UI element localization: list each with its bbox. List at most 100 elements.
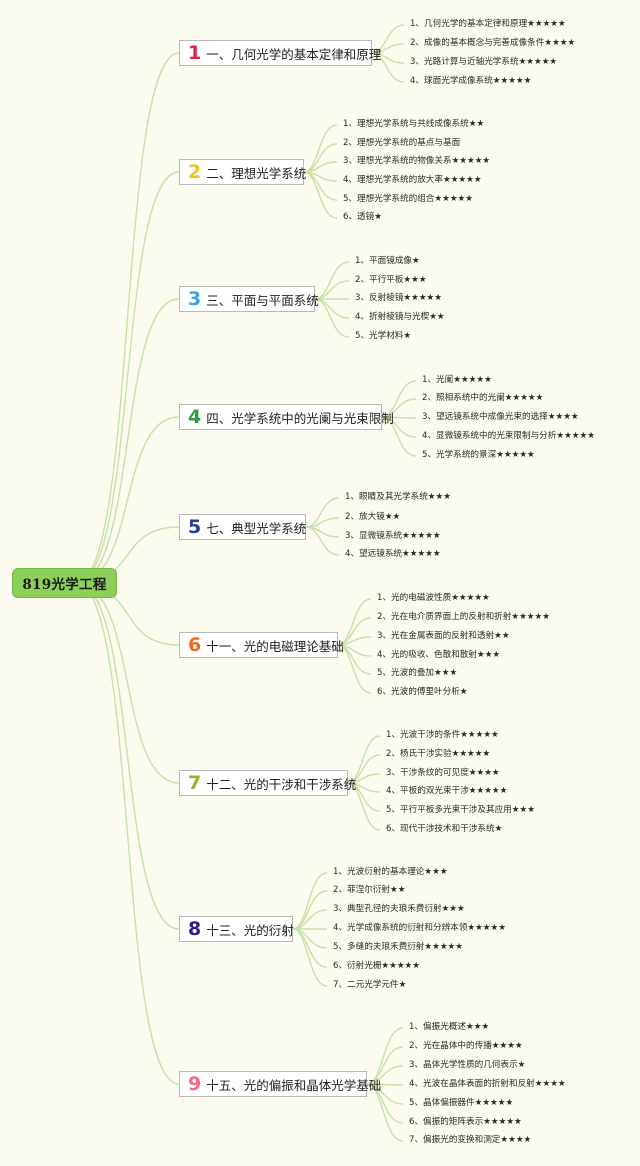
leaf-topic[interactable]: 5、光波的叠加★★★ xyxy=(377,668,458,678)
leaf-topic[interactable]: 1、偏振光概述★★★ xyxy=(409,1022,490,1032)
leaf-topic[interactable]: 6、透镜★ xyxy=(343,212,382,222)
leaf-topic[interactable]: 7、偏振光的变换和测定★★★★ xyxy=(409,1135,532,1145)
leaf-connector xyxy=(347,782,381,831)
branch-connector xyxy=(75,582,180,930)
leaf-topic[interactable]: 1、光阑★★★★★ xyxy=(422,375,492,385)
leaf-topic[interactable]: 6、衍射光栅★★★★★ xyxy=(333,961,420,971)
branch-connector xyxy=(75,171,180,584)
leaf-topic[interactable]: 4、平板的双光束干涉★★★★★ xyxy=(386,786,508,796)
leaf-topic[interactable]: 3、望远镜系统中成像光束的选择★★★★ xyxy=(422,412,579,422)
leaf-topic[interactable]: 2、理想光学系统的基点与基面 xyxy=(343,138,461,148)
branch-label: 二、理想光学系统 xyxy=(206,165,307,181)
leaf-connector xyxy=(303,143,338,173)
branch-connector xyxy=(75,298,180,584)
leaf-topic[interactable]: 3、显微镜系统★★★★★ xyxy=(345,531,441,541)
leaf-topic[interactable]: 4、光的吸收、色散和散射★★★ xyxy=(377,650,501,660)
leaf-topic[interactable]: 4、光波在晶体表面的折射和反射★★★★ xyxy=(409,1079,566,1089)
leaf-topic[interactable]: 1、理想光学系统与共线成像系统★★ xyxy=(343,119,485,129)
leaf-topic[interactable]: 5、理想光学系统的组合★★★★★ xyxy=(343,194,473,204)
leaf-topic[interactable]: 2、光在晶体中的传播★★★★ xyxy=(409,1041,523,1051)
leaf-connector xyxy=(303,171,338,219)
branch-number: 3 xyxy=(188,287,202,310)
leaf-topic[interactable]: 1、几何光学的基本定律和原理★★★★★ xyxy=(410,19,566,29)
leaf-topic[interactable]: 3、干涉条纹的可见度★★★★ xyxy=(386,768,500,778)
leaf-topic[interactable]: 1、平面镜成像★ xyxy=(355,256,420,266)
leaf-topic[interactable]: 2、照相系统中的光阑★★★★★ xyxy=(422,393,544,403)
branch-label: 七、典型光学系统 xyxy=(206,520,307,536)
leaf-connector xyxy=(314,298,350,338)
leaf-topic[interactable]: 6、光波的傅里叶分析★ xyxy=(377,687,468,697)
leaf-connector xyxy=(337,644,372,694)
leaf-topic[interactable]: 5、光学材料★ xyxy=(355,331,412,341)
branch-number: 8 xyxy=(188,917,202,940)
leaf-connector xyxy=(371,52,405,83)
branch-label: 十三、光的衍射 xyxy=(206,922,294,938)
branch-number: 9 xyxy=(188,1072,202,1095)
leaf-connector xyxy=(303,124,338,173)
leaf-topic[interactable]: 1、光波衍射的基本理论★★★ xyxy=(333,867,448,877)
leaf-topic[interactable]: 5、多缝的夫琅禾费衍射★★★★★ xyxy=(333,942,463,952)
branch-number: 6 xyxy=(188,633,202,656)
leaf-topic[interactable]: 3、光在金属表面的反射和透射★★ xyxy=(377,631,510,641)
branch-number: 1 xyxy=(188,41,202,64)
leaf-connector xyxy=(381,416,417,457)
branch-number: 4 xyxy=(188,405,202,428)
leaf-topic[interactable]: 3、光路计算与近轴光学系统★★★★★ xyxy=(410,57,558,67)
leaf-connector xyxy=(314,280,350,300)
branch-number: 5 xyxy=(188,515,202,538)
leaf-connector xyxy=(303,171,338,201)
leaf-topic[interactable]: 5、光学系统的景深★★★★★ xyxy=(422,450,535,460)
leaf-topic[interactable]: 3、典型孔径的夫琅禾费衍射★★★ xyxy=(333,904,465,914)
leaf-topic[interactable]: 2、成像的基本概念与完善成像条件★★★★ xyxy=(410,38,576,48)
leaf-topic[interactable]: 5、平行平板多光束干涉及其应用★★★ xyxy=(386,805,535,815)
leaf-topic[interactable]: 1、眼睛及其光学系统★★★ xyxy=(345,492,451,502)
leaf-topic[interactable]: 3、理想光学系统的物像关系★★★★★ xyxy=(343,156,491,166)
leaf-topic[interactable]: 4、光学成像系统的衍射和分辨本领★★★★★ xyxy=(333,923,506,933)
branch-connector xyxy=(75,52,180,584)
leaf-connector xyxy=(314,261,350,300)
branch-label: 十二、光的干涉和干涉系统 xyxy=(206,776,357,792)
leaf-topic[interactable]: 1、光波干涉的条件★★★★★ xyxy=(386,730,499,740)
branch-label: 十五、光的偏振和晶体光学基础 xyxy=(206,1077,382,1093)
leaf-topic[interactable]: 3、晶体光学性质的几何表示★ xyxy=(409,1060,526,1070)
leaf-topic[interactable]: 2、放大镜★★ xyxy=(345,512,401,522)
branch-number: 2 xyxy=(188,160,202,183)
leaf-topic[interactable]: 4、显微镜系统中的光束限制与分析★★★★★ xyxy=(422,431,595,441)
leaf-topic[interactable]: 7、二元光学元件★ xyxy=(333,980,407,990)
branch-connector xyxy=(75,582,180,1085)
leaf-topic[interactable]: 2、光在电介质界面上的反射和折射★★★★★ xyxy=(377,612,550,622)
leaf-connector xyxy=(292,928,328,987)
leaf-topic[interactable]: 3、反射棱镜★★★★★ xyxy=(355,293,442,303)
leaf-topic[interactable]: 5、晶体偏振器件★★★★★ xyxy=(409,1098,514,1108)
leaf-topic[interactable]: 6、偏振的矩阵表示★★★★★ xyxy=(409,1117,522,1127)
leaf-topic[interactable]: 1、光的电磁波性质★★★★★ xyxy=(377,593,490,603)
leaf-topic[interactable]: 4、球面光学成像系统★★★★★ xyxy=(410,76,532,86)
leaf-connector xyxy=(366,1083,404,1142)
leaf-connector xyxy=(292,872,328,930)
leaf-connector xyxy=(314,298,350,319)
branch-number: 7 xyxy=(188,771,202,794)
leaf-topic[interactable]: 2、平行平板★★★ xyxy=(355,275,427,285)
leaf-connector xyxy=(305,526,340,556)
branch-label: 四、光学系统中的光阑与光束限制 xyxy=(206,410,394,426)
root-topic[interactable]: 819光学工程 xyxy=(13,569,116,597)
leaf-topic[interactable]: 4、折射棱镜与光楔★★ xyxy=(355,312,445,322)
leaf-topic[interactable]: 4、望远镜系统★★★★★ xyxy=(345,549,441,559)
leaf-topic[interactable]: 2、菲涅尔衍射★★ xyxy=(333,885,406,895)
leaf-topic[interactable]: 4、理想光学系统的放大率★★★★★ xyxy=(343,175,482,185)
leaf-topic[interactable]: 6、现代干涉技术和干涉系统★ xyxy=(386,824,503,834)
branch-label: 一、几何光学的基本定律和原理 xyxy=(206,46,382,62)
leaf-topic[interactable]: 2、杨氏干涉实验★★★★★ xyxy=(386,749,491,759)
branch-label: 十一、光的电磁理论基础 xyxy=(206,638,344,654)
branch-label: 三、平面与平面系统 xyxy=(206,292,319,308)
